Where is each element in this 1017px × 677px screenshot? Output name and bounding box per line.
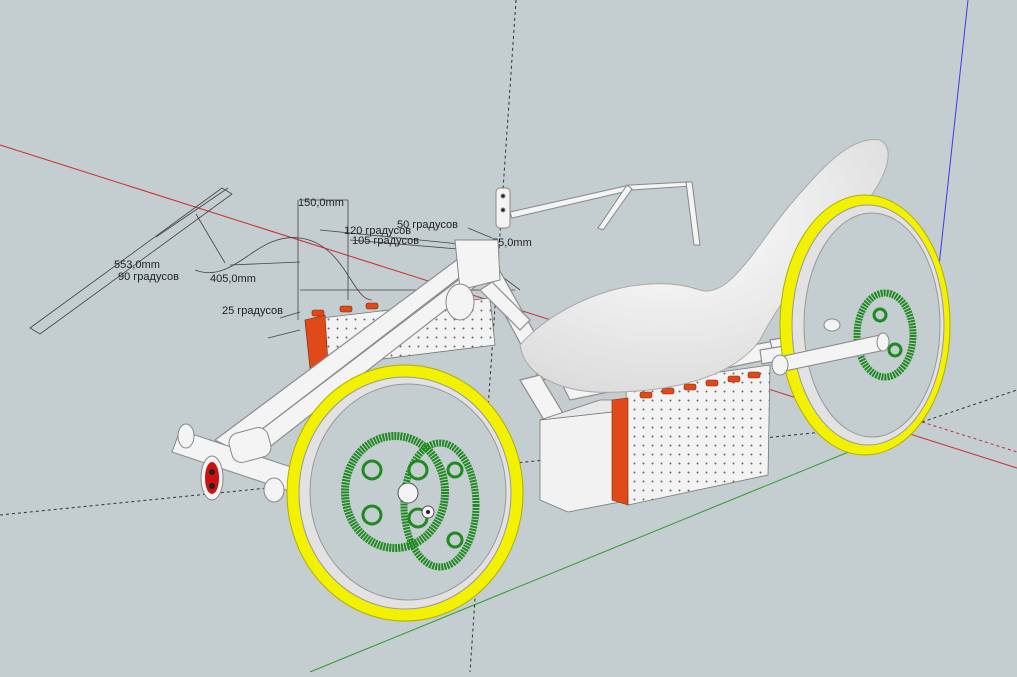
front-hub xyxy=(397,482,419,504)
dim-553mm: 553,0mm xyxy=(114,259,160,271)
front-fork[interactable] xyxy=(445,239,501,321)
rear-sprocket xyxy=(853,289,917,381)
green-axis xyxy=(309,421,923,673)
rear-swingarm xyxy=(771,318,890,376)
front-sprocket xyxy=(341,432,480,571)
red-axis-neg xyxy=(921,421,1017,453)
dim-90deg: 90 градусов xyxy=(118,271,179,283)
dimension-guides xyxy=(29,187,521,339)
battery-box-main[interactable] xyxy=(539,364,771,513)
rear-wheel[interactable] xyxy=(771,194,951,456)
headlight[interactable] xyxy=(200,455,224,501)
dim-405mm: 405,0mm xyxy=(210,273,256,285)
battery-terminals-rear xyxy=(311,302,379,317)
dim-150mm: 150,0mm xyxy=(298,197,344,209)
handlebar-upper[interactable] xyxy=(495,181,701,246)
front-wheel[interactable] xyxy=(286,364,524,622)
dimension-labels: 553,0mm 90 градусов 405,0mm 25 градусов … xyxy=(114,197,532,317)
dim-50deg: 50 градусов xyxy=(397,219,458,231)
blue-axis-neg xyxy=(921,389,1017,423)
dim-25deg: 25 градусов xyxy=(222,305,283,317)
battery-terminals-main xyxy=(639,371,761,399)
seat[interactable] xyxy=(519,139,889,393)
dim-75mm: 75,0mm xyxy=(492,237,532,249)
handlebar-grips[interactable] xyxy=(171,423,301,503)
dim-120deg: 120 градусов xyxy=(344,225,411,237)
dim-105deg: 105 градусов xyxy=(352,235,419,247)
